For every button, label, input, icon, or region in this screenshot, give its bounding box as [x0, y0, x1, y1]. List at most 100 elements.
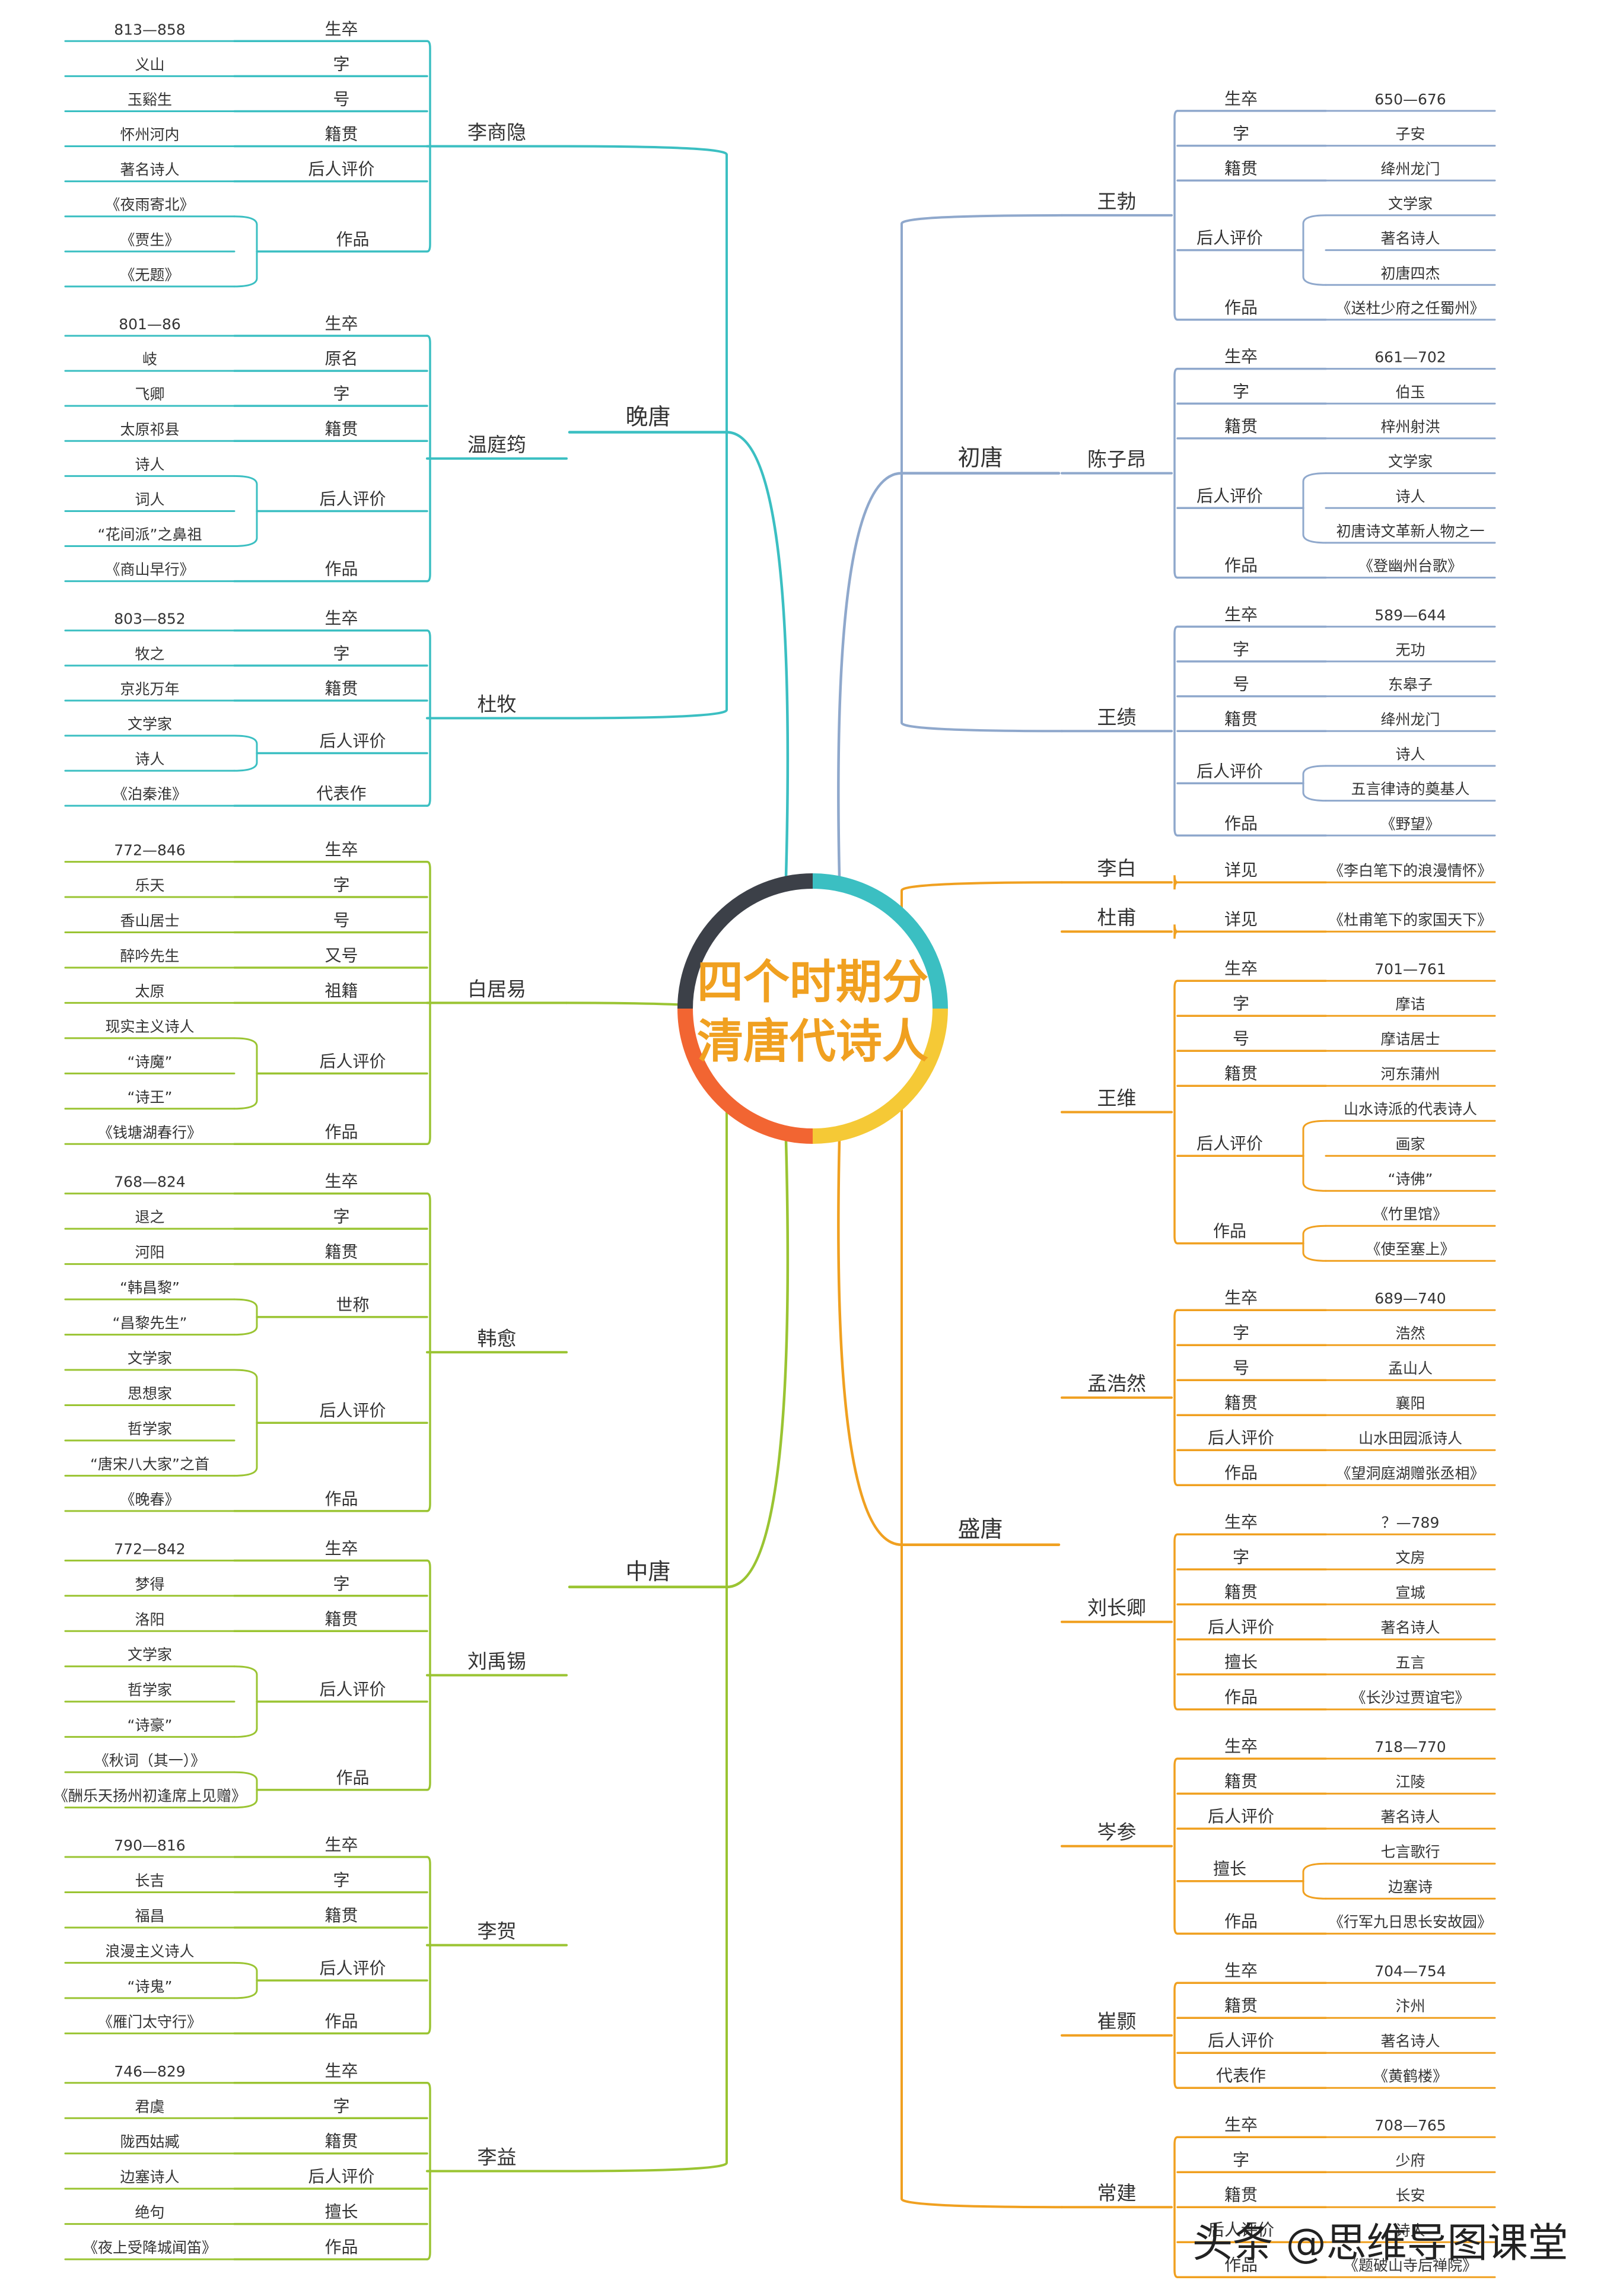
- item-label: 详见: [1224, 910, 1258, 929]
- leaf-value: 《登幽州台歌》: [1358, 558, 1462, 575]
- poet-name: 杜甫: [1097, 906, 1137, 929]
- watermark: 头条 @思维导图课堂: [1192, 2220, 1568, 2267]
- item-label: 号: [1233, 675, 1249, 694]
- leaf-value: “诗豪”: [128, 1717, 173, 1734]
- item-label: 生卒: [324, 840, 358, 860]
- item-label: 籍贯: [324, 1242, 358, 1262]
- leaf-value: 长吉: [135, 1872, 164, 1889]
- item-label: 后人评价: [1208, 1617, 1274, 1637]
- leaf-value: 诗人: [1395, 2222, 1425, 2239]
- leaf-value: 《酬乐天扬州初逢席上见赠》: [53, 1788, 246, 1805]
- leaf-value: 太原祁县: [120, 421, 179, 438]
- leaf-value: 718—770: [1374, 1738, 1446, 1756]
- center-ring-arcs: [677, 873, 948, 1144]
- poet-bracket: [1173, 1533, 1179, 1710]
- value-bracket: [1302, 1225, 1327, 1262]
- item-label: 后人评价: [1197, 228, 1263, 248]
- leaf-value: 江陵: [1395, 1773, 1425, 1791]
- item-label: 后人评价: [319, 1401, 386, 1420]
- item-label: 作品: [1224, 2255, 1258, 2275]
- item-label: 籍贯: [1224, 1772, 1258, 1791]
- leaf-value: 813—858: [114, 21, 185, 38]
- leaf-value: 著名诗人: [1380, 2033, 1440, 2050]
- item-label: 籍贯: [324, 1609, 358, 1629]
- poet-name: 王绩: [1097, 705, 1137, 729]
- poet-name: 李商隐: [467, 121, 526, 144]
- leaf-value: 689—740: [1374, 1290, 1446, 1307]
- leaf-value: 701—761: [1374, 961, 1446, 978]
- leaf-value: 七言歌行: [1380, 1843, 1440, 1861]
- item-label: 字: [333, 2096, 349, 2116]
- poet-bracket: [1173, 2136, 1179, 2278]
- item-label: 字: [333, 1207, 349, 1226]
- leaf-value: 790—816: [114, 1837, 185, 1854]
- leaf-value: “唐宋八大家”之首: [90, 1455, 209, 1473]
- item-label: 生卒: [324, 314, 358, 333]
- item-label: 擅长: [324, 2202, 358, 2222]
- item-label: 作品: [324, 1122, 358, 1141]
- leaf-value: “花间派”之鼻祖: [98, 526, 202, 543]
- period-link: [725, 1139, 790, 1589]
- item-label: 后人评价: [308, 160, 374, 179]
- value-bracket: [233, 1298, 258, 1336]
- item-label: 籍贯: [1224, 1064, 1258, 1083]
- leaf-value: 诗人: [135, 456, 164, 473]
- leaf-value: 东皋子: [1388, 676, 1433, 694]
- leaf-value: 子安: [1395, 126, 1425, 143]
- leaf-value: 山水诗派的代表诗人: [1344, 1101, 1477, 1118]
- leaf-value: 《杜甫笔下的家国天下》: [1329, 911, 1492, 928]
- leaf-value: 文学家: [1388, 195, 1433, 212]
- leaf-value: 思想家: [128, 1385, 172, 1402]
- item-label: 号: [333, 89, 349, 109]
- leaf-value: 《秋词（其一）》: [94, 1752, 206, 1769]
- leaf-value: 《贾生》: [120, 231, 179, 249]
- leaf-value: 《李白笔下的浪漫情怀》: [1329, 862, 1492, 879]
- item-label: 作品: [336, 230, 369, 249]
- leaf-value: 河东蒲州: [1380, 1066, 1440, 1083]
- leaf-value: 飞卿: [135, 386, 164, 403]
- item-label: 号: [333, 910, 349, 930]
- item-label: 字: [1233, 994, 1249, 1013]
- item-label: 生卒: [1224, 1961, 1258, 1980]
- item-label: 籍贯: [1224, 158, 1258, 178]
- value-bracket: [233, 1771, 258, 1809]
- leaf-value: 绝句: [135, 2204, 164, 2221]
- item-label: 字: [1233, 640, 1249, 659]
- leaf-value: 著名诗人: [1380, 230, 1440, 247]
- leaf-value: 词人: [135, 491, 164, 508]
- leaf-value: 伯玉: [1395, 383, 1425, 400]
- leaf-value: 少府: [1395, 2152, 1425, 2169]
- item-label: 作品: [1224, 1463, 1258, 1483]
- poet-bracket: [1173, 367, 1179, 579]
- item-label: 生卒: [1224, 1737, 1258, 1756]
- item-label: 籍贯: [324, 419, 358, 438]
- leaf-value: 退之: [135, 1209, 164, 1226]
- item-label: 擅长: [1224, 1652, 1258, 1672]
- leaf-value: 《夜上受降城闻笛》: [83, 2239, 217, 2256]
- item-label: 生卒: [1224, 1512, 1258, 1532]
- ring-segment: [812, 1008, 948, 1144]
- value-bracket: [233, 734, 258, 772]
- leaf-value: 《晚春》: [120, 1491, 179, 1508]
- leaf-value: 玉谿生: [128, 91, 172, 108]
- leaf-value: 五言律诗的奠基人: [1351, 781, 1469, 798]
- period-name: 晚唐: [625, 404, 670, 430]
- leaf-value: 画家: [1395, 1136, 1425, 1153]
- leaf-value: “诗鬼”: [128, 1978, 173, 1995]
- leaf-value: 太原: [135, 982, 164, 1000]
- connector-lines: [64, 40, 1496, 2278]
- poet-name: 李益: [478, 2145, 517, 2168]
- leaf-value: 孟山人: [1388, 1360, 1433, 1377]
- item-label: 生卒: [324, 1538, 358, 1558]
- center-title-line-1: 四个时期分: [697, 956, 928, 1009]
- poet-name: 李贺: [478, 1920, 517, 1943]
- item-label: 作品: [324, 2011, 358, 2031]
- item-label: 籍贯: [324, 2132, 358, 2151]
- leaf-value: 704—754: [1374, 1963, 1446, 1980]
- leaf-value: ？—789: [1382, 1514, 1440, 1531]
- ring-segment: [677, 873, 813, 1009]
- period-name: 盛唐: [957, 1516, 1003, 1543]
- item-label: 作品: [324, 2237, 358, 2257]
- item-label: 字: [1233, 124, 1249, 144]
